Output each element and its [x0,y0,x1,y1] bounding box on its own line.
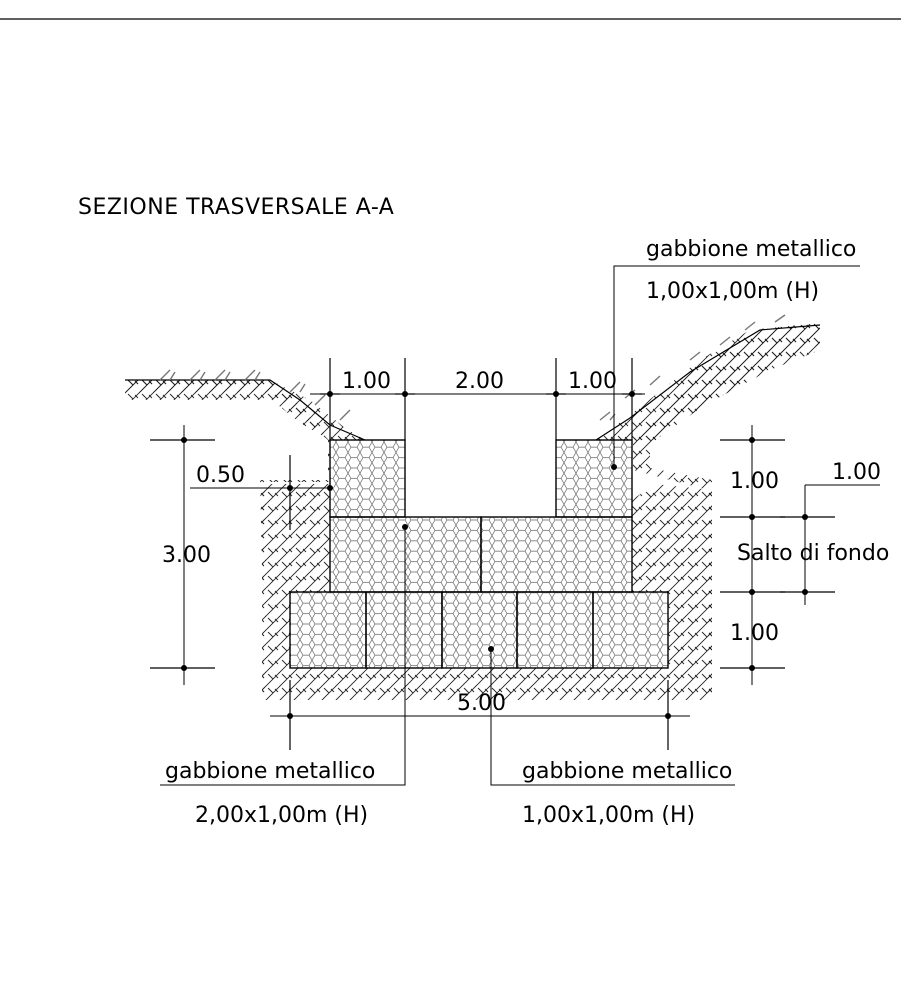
dim-salto-height-label: 1.00 [832,460,881,485]
gabion-top-left [329,439,406,518]
dim-left-small-label: 0.50 [196,463,245,488]
dim-dot [181,665,187,671]
dim-dot [749,589,755,595]
gabion-bottom-2 [365,591,443,669]
section-title: SEZIONE TRASVERSALE A-A [78,195,394,220]
label-top-right-line1: gabbione metallico [646,237,856,262]
dim-dot [553,391,559,397]
dim-right-lower-label: 1.00 [730,621,779,646]
label-bottom-left-line2: 2,00x1,00m (H) [195,803,368,828]
soil-base [262,484,712,695]
leader-dot [611,464,617,470]
label-bottom-right-line1: gabbione metallico [522,759,732,784]
leader-dot [402,524,408,530]
dim-bottom-width-label: 5.00 [457,691,506,716]
dim-dot [749,514,755,520]
gabion-bottom-4 [516,591,594,669]
leader-bottom-right [490,649,735,786]
dim-top-right-label: 1.00 [568,369,617,394]
gabion-bottom-1 [289,591,367,669]
label-bottom-left-line1: gabbione metallico [165,759,375,784]
gabion-bottom-5 [592,591,669,669]
ground-profile-left [125,379,366,441]
dim-dot [327,485,333,491]
dim-dot [749,437,755,443]
dim-dot [402,391,408,397]
leader-top-right [613,265,860,467]
dim-dot [327,391,333,397]
dim-dot [287,713,293,719]
ground-profile-right [595,324,821,441]
dim-dot [665,713,671,719]
dim-top-center-label: 2.00 [455,369,504,394]
gabion-top-right [555,439,633,518]
gabion-bottom-3 [441,591,518,669]
dim-dot [802,514,808,520]
salto-label: Salto di fondo [737,541,889,566]
leader-dot [488,646,494,652]
label-top-right-line2: 1,00x1,00m (H) [646,279,819,304]
dim-dot [287,485,293,491]
dim-right-upper-label: 1.00 [730,469,779,494]
grass-marks-left [159,369,351,421]
dim-dot [629,391,635,397]
dim-left-total-label: 3.00 [162,543,211,568]
label-bottom-right-line2: 1,00x1,00m (H) [522,803,695,828]
soil-left-bank [125,380,365,440]
leader-bottom-left [160,527,406,786]
soil-right-bank [596,323,820,440]
dim-dot [802,589,808,595]
grass-marks-right [599,314,786,421]
dim-dot [749,665,755,671]
dim-top-left-label: 1.00 [342,369,391,394]
gabion-middle-right [480,516,633,593]
dim-dot [181,437,187,443]
